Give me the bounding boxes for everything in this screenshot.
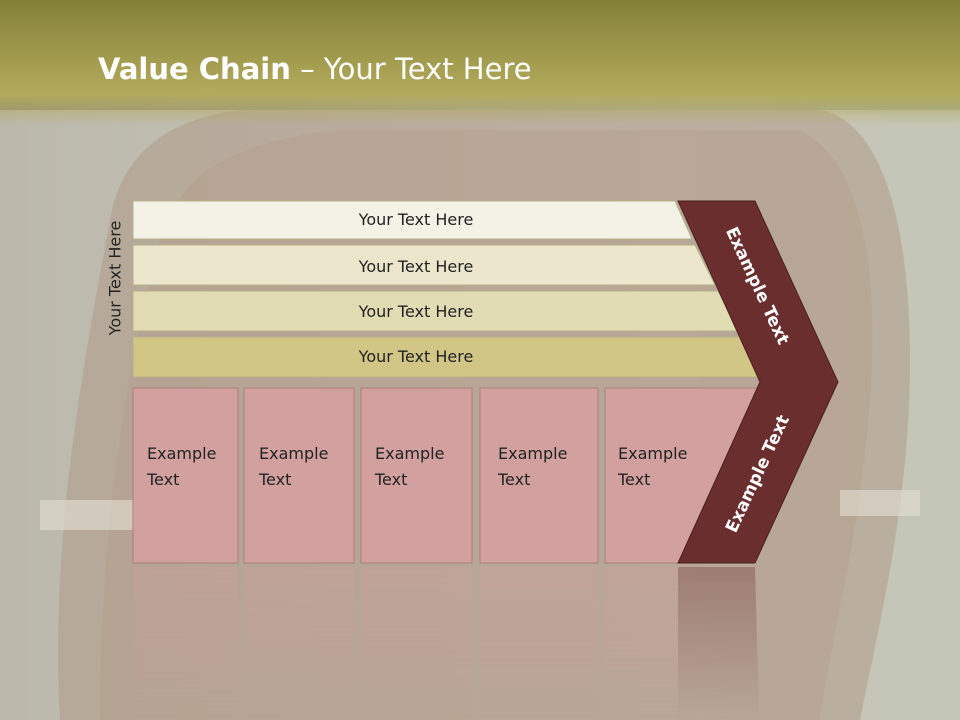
- box-5-line-1: Example: [618, 444, 687, 463]
- example-boxes: Example Text Example Text Example Text E…: [132, 387, 761, 564]
- row-bar-3[interactable]: Your Text Here: [132, 290, 740, 332]
- box-1-line-2: Text: [146, 470, 179, 489]
- diagram-reflection: [133, 567, 760, 720]
- example-box-3[interactable]: Example Text: [360, 387, 473, 564]
- example-box-4[interactable]: Example Text: [479, 387, 599, 564]
- row-label-3: Your Text Here: [358, 302, 474, 321]
- row-bar-2[interactable]: Your Text Here: [132, 244, 716, 286]
- row-label-1: Your Text Here: [358, 210, 474, 229]
- row-bar-4[interactable]: Your Text Here: [132, 336, 764, 378]
- box-3-line-2: Text: [374, 470, 407, 489]
- row-label-2: Your Text Here: [358, 257, 474, 276]
- example-box-2[interactable]: Example Text: [243, 387, 355, 564]
- title-bold: Value Chain: [98, 52, 291, 86]
- chevron-arrow[interactable]: Example Text Example Text: [677, 200, 839, 564]
- example-box-5[interactable]: Example Text: [604, 387, 761, 564]
- slide-title: Value Chain – Your Text Here: [98, 52, 532, 86]
- row-bar-1[interactable]: Your Text Here: [132, 200, 693, 240]
- row-bars: Your Text Here Your Text Here Your Text …: [132, 200, 764, 378]
- box-3-line-1: Example: [375, 444, 444, 463]
- box-5-line-2: Text: [617, 470, 650, 489]
- example-box-1[interactable]: Example Text: [132, 387, 239, 564]
- row-label-4: Your Text Here: [358, 347, 474, 366]
- box-2-line-2: Text: [258, 470, 291, 489]
- title-rest: – Your Text Here: [290, 52, 532, 86]
- box-4-line-2: Text: [497, 470, 530, 489]
- title-bar: [0, 0, 960, 125]
- box-2-line-1: Example: [259, 444, 328, 463]
- box-1-line-1: Example: [147, 444, 216, 463]
- box-4-line-1: Example: [498, 444, 567, 463]
